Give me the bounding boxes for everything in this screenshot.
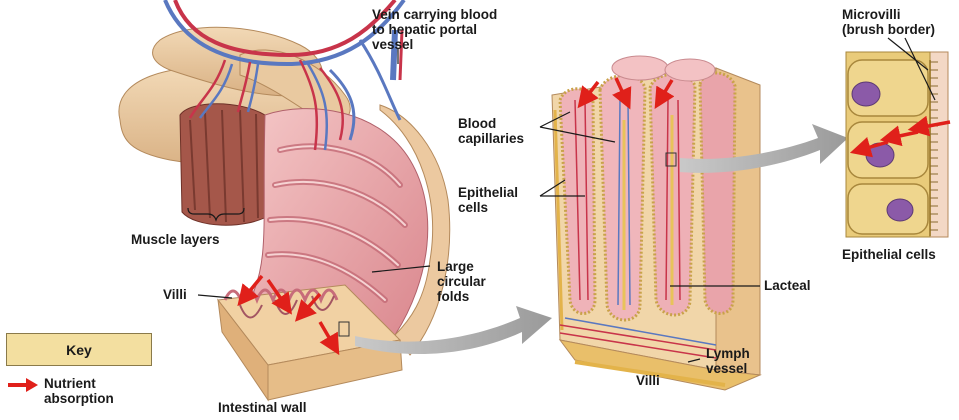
- nutrient-arrow-icon: [8, 378, 38, 392]
- label-muscle-layers: Muscle layers: [131, 232, 220, 247]
- label-lacteal: Lacteal: [764, 278, 811, 293]
- nutrient-arrows-villi: [577, 77, 675, 110]
- caption-villi: Villi: [636, 373, 660, 388]
- label-villi: Villi: [163, 287, 187, 302]
- leader-villi-left: [197, 294, 233, 299]
- label-vein: Vein carrying blood to hepatic portal ve…: [372, 7, 498, 52]
- leader-epithelial: [539, 179, 585, 197]
- caption-epithelial-cells: Epithelial cells: [842, 247, 936, 262]
- label-lymph-vessel: Lymph vessel: [706, 346, 750, 376]
- nutrient-arrows-cells: [849, 115, 951, 158]
- leader-lines: [187, 37, 936, 363]
- leader-microvilli: [887, 37, 936, 101]
- zoom-arrow-left: [355, 306, 552, 355]
- key-box: Key: [6, 333, 152, 366]
- label-large-circular-folds: Large circular folds: [437, 259, 486, 304]
- epithelial-cells-illustration: [845, 51, 949, 238]
- villi-illustration: [551, 55, 762, 391]
- zoom-arrow-right: [680, 124, 848, 173]
- caption-intestinal-wall: Intestinal wall: [218, 400, 307, 415]
- leader-folds: [371, 265, 431, 273]
- leader-lymph: [687, 358, 701, 363]
- label-microvilli: Microvilli (brush border): [842, 7, 935, 37]
- leader-blood-capillaries: [539, 111, 616, 143]
- nutrient-arrows-left: [237, 274, 340, 356]
- label-epithelial-cells: Epithelial cells: [458, 185, 519, 215]
- intestine-illustration: [118, 0, 451, 402]
- label-blood-capillaries: Blood capillaries: [458, 116, 525, 146]
- leader-muscle-brace: [187, 207, 245, 222]
- key-nutrient-absorption: Nutrient absorption: [44, 376, 114, 406]
